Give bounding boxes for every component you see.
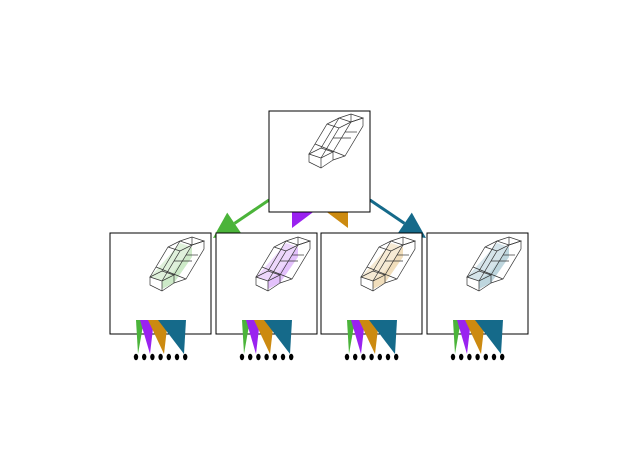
fan-wedge [369, 320, 397, 354]
wireframe-prism-icon [308, 113, 365, 169]
edge-4 [369, 198, 426, 238]
leaf-dots [239, 353, 294, 361]
leaf-dot [158, 353, 163, 361]
leaf-dot [361, 353, 366, 361]
leaf-dot [166, 353, 171, 361]
arrowhead-icon [397, 212, 426, 238]
wireframe-prism-icon [466, 236, 523, 292]
fan-wedge [136, 320, 144, 354]
edge-1 [213, 198, 270, 238]
leaf-dot [491, 353, 497, 361]
leaf-dot [248, 353, 253, 361]
leaf-dot [467, 353, 472, 361]
fan-wedge [351, 320, 365, 354]
leaf-dot [385, 353, 391, 361]
edge-line [369, 198, 406, 225]
color-fan-icon [347, 320, 397, 354]
leaf-dot [450, 353, 456, 361]
root-frame [268, 110, 371, 213]
leaf-dot [133, 353, 139, 361]
leaf-dot [239, 353, 245, 361]
child-node-3 [320, 232, 423, 361]
leaf-dot [183, 353, 188, 361]
leaf-dots [344, 353, 399, 361]
fan-wedge [453, 320, 461, 354]
fan-wedge [242, 320, 250, 354]
leaf-dot [272, 353, 277, 361]
leaf-dot [344, 353, 350, 361]
color-fan-icon [242, 320, 292, 354]
leaf-dot [280, 353, 286, 361]
arrowhead-icon [213, 212, 242, 238]
leaf-dot [483, 353, 488, 361]
fan-wedge [264, 320, 292, 354]
child-frame [320, 232, 423, 335]
child-node-1 [109, 232, 212, 361]
fan-wedge [148, 320, 168, 354]
wireframe-prism-icon [360, 236, 417, 292]
leaf-dot [353, 353, 358, 361]
leaf-dot [394, 353, 399, 361]
leaf-dot [142, 353, 147, 361]
fan-wedge [347, 320, 355, 354]
leaf-dot [369, 353, 374, 361]
child-frame [215, 232, 318, 335]
edge-line [233, 198, 270, 225]
child-frame [109, 232, 212, 335]
fan-wedge [457, 320, 471, 354]
leaf-dot [150, 353, 155, 361]
child-nodes [109, 232, 529, 361]
fan-wedge [465, 320, 485, 354]
color-fan-icon [453, 320, 503, 354]
leaf-dot [174, 353, 180, 361]
root-node [268, 110, 371, 213]
leaf-dot [256, 353, 261, 361]
fan-wedge [475, 320, 503, 354]
child-frame [426, 232, 529, 335]
fan-wedge [140, 320, 154, 354]
fan-wedge [359, 320, 379, 354]
leaf-dot [377, 353, 382, 361]
fan-wedge [246, 320, 260, 354]
child-node-4 [426, 232, 529, 361]
leaf-dot [289, 353, 294, 361]
fan-wedge [254, 320, 274, 354]
wireframe-prism-icon [149, 236, 206, 292]
leaf-dots [133, 353, 188, 361]
leaf-dot [264, 353, 269, 361]
wireframe-prism-icon [255, 236, 312, 292]
leaf-dot [475, 353, 480, 361]
child-node-2 [215, 232, 318, 361]
leaf-dot [500, 353, 505, 361]
leaf-dots [450, 353, 505, 361]
leaf-dot [459, 353, 464, 361]
color-fan-icon [136, 320, 186, 354]
fan-wedge [158, 320, 186, 354]
